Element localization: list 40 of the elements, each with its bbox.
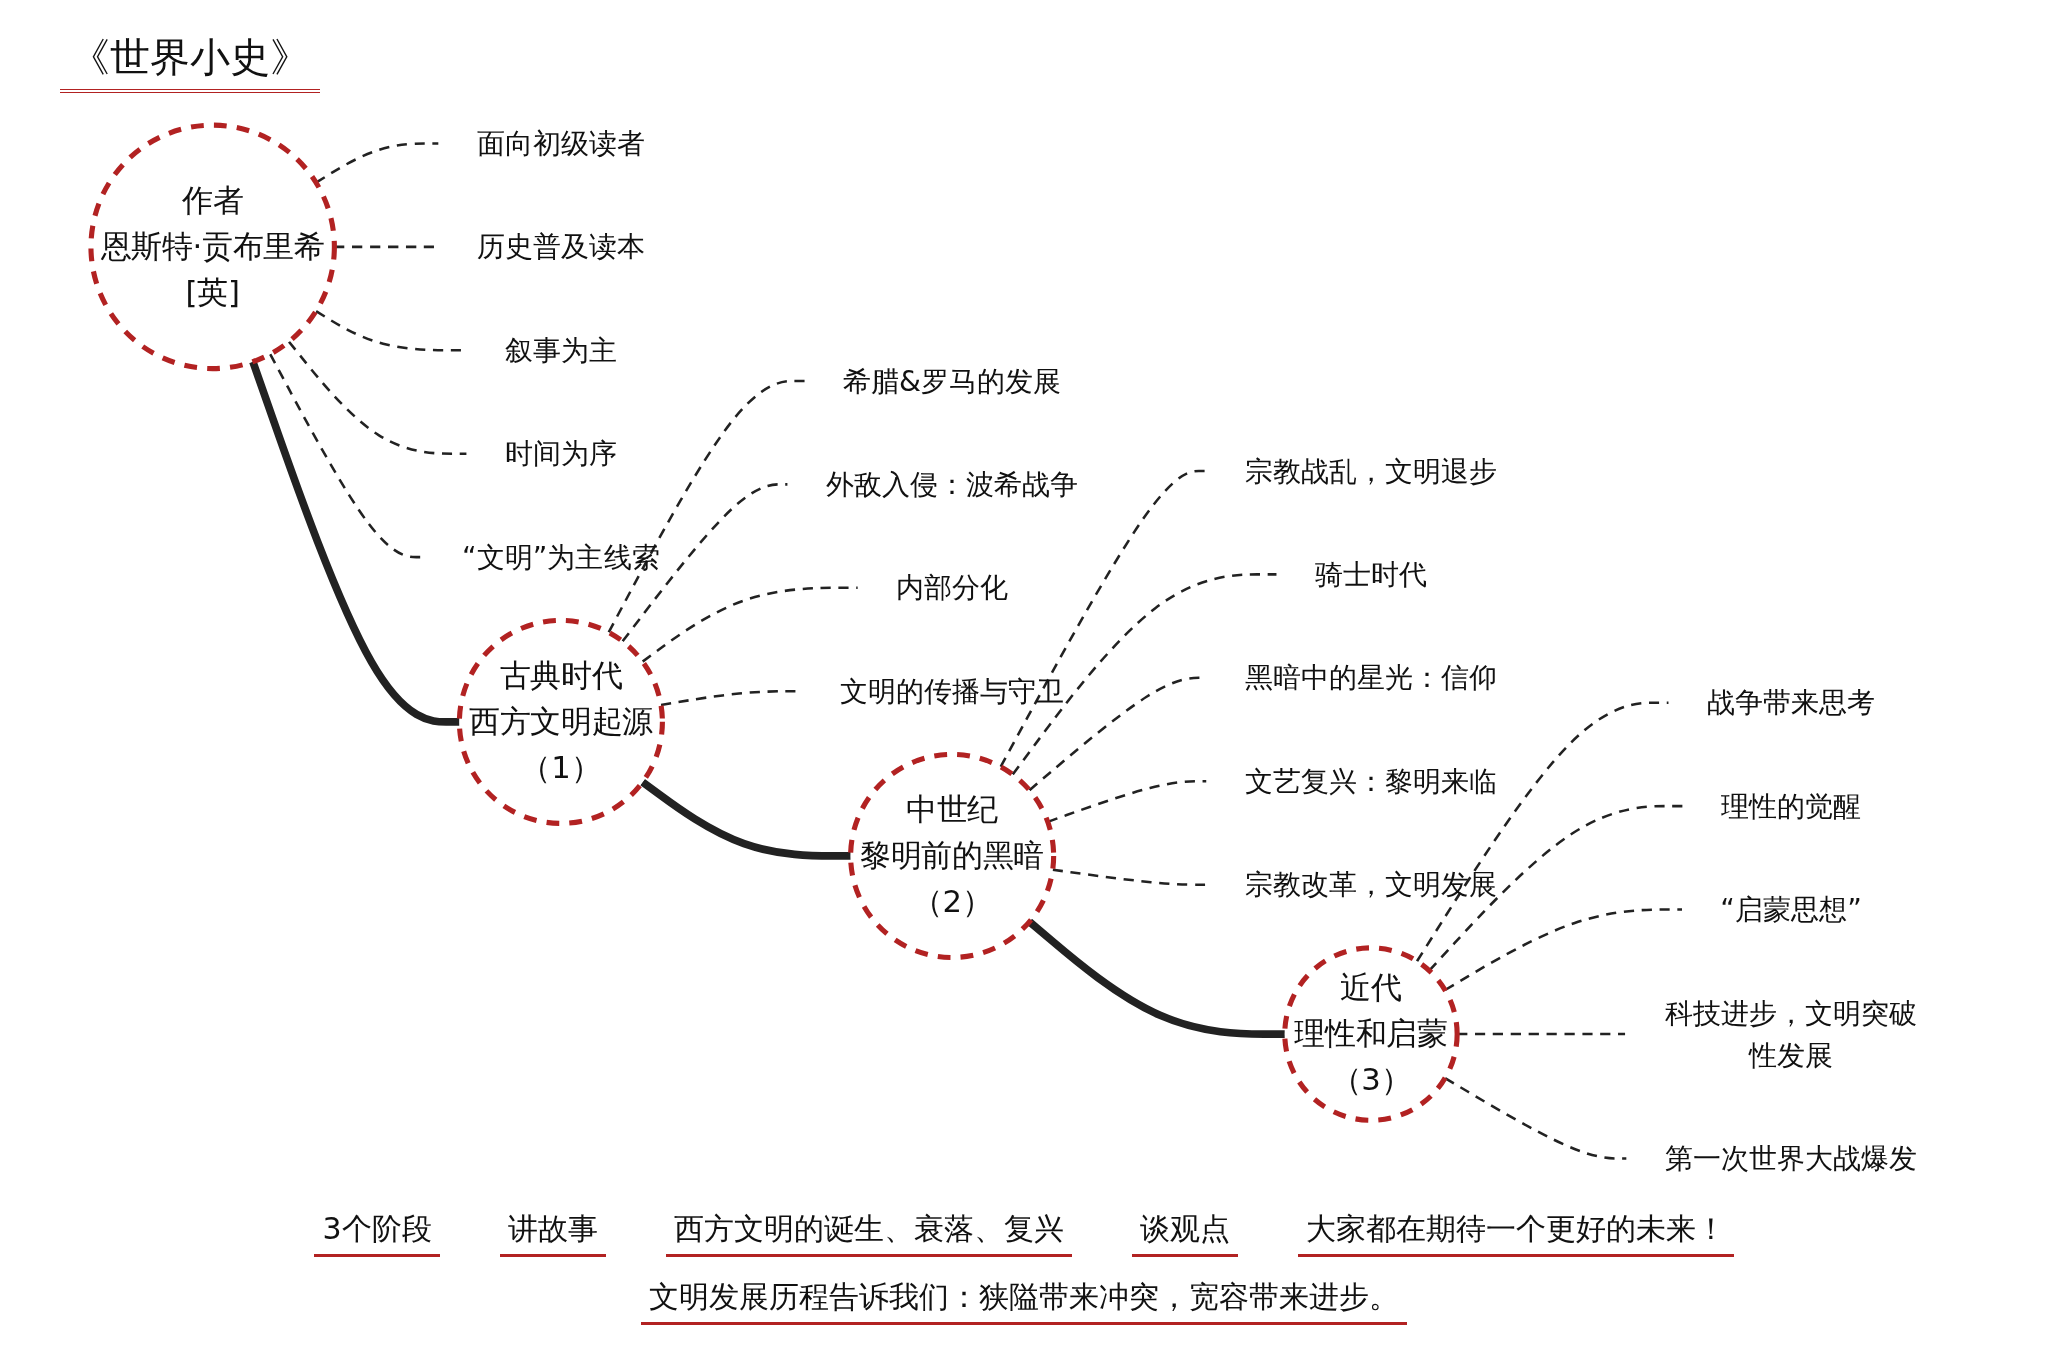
connector: [607, 379, 805, 633]
node-circle: 中世纪 黎明前的黑暗 （2）: [848, 751, 1057, 960]
node-text: 叙事为主: [504, 334, 618, 367]
node-text: 内部分化: [895, 571, 1009, 604]
title: 《世界小史》: [60, 30, 320, 93]
connector: [287, 340, 467, 455]
underlined-note: 文明发展历程告诉我们：狭隘带来冲突，宽容带来进步。: [641, 1277, 1407, 1325]
node-circle: 古典时代 西方文明起源 （1）: [456, 617, 665, 826]
connector: [1026, 918, 1285, 1038]
node-text: “文明”为主线索: [462, 541, 660, 574]
connector: [1415, 701, 1669, 962]
node-text: 理性的觉醒: [1720, 790, 1862, 823]
underlined-note: 谈观点: [1131, 1209, 1238, 1257]
node-text: 骑士时代: [1314, 558, 1428, 591]
node-text: 黑暗中的星光：信仰: [1244, 661, 1498, 694]
connector: [1428, 804, 1683, 972]
connector: [1444, 1077, 1627, 1160]
connector: [1457, 1032, 1626, 1036]
node-text: 希腊&罗马的发展: [842, 364, 1062, 397]
node-text: 宗教改革，文明发展: [1244, 868, 1498, 901]
underlined-note: 3个阶段: [314, 1209, 440, 1257]
node-text: 文艺复兴：黎明来临: [1244, 765, 1498, 798]
node-text: 战争带来思考: [1706, 686, 1876, 719]
node-text: 面向初级读者: [476, 127, 646, 160]
node-text: 文明的传播与守卫: [839, 675, 1065, 708]
node-text: 外敌入侵：波希战争: [825, 468, 1079, 501]
node-text: 历史普及读本: [476, 230, 646, 263]
underlined-note: 大家都在期待一个更好的未来！: [1297, 1209, 1734, 1257]
underlined-note: 西方文明的诞生、衰落、复兴: [665, 1209, 1072, 1257]
node-text: 宗教战乱，文明退步: [1244, 455, 1498, 487]
node-text: 时间为序: [504, 437, 618, 470]
node-text: 科技进步，文明突破性发展: [1664, 997, 1918, 1072]
underlined-note: 讲故事: [499, 1209, 606, 1257]
node-circle: 近代 理性和启蒙 （3）: [1282, 945, 1460, 1123]
node-text: “启蒙思想”: [1720, 893, 1862, 926]
node-circle: 作者 恩斯特·贡布里希 [英]: [88, 122, 337, 372]
connector: [1444, 908, 1682, 992]
node-text: 第一次世界大战爆发: [1664, 1142, 1918, 1175]
connector: [315, 142, 439, 184]
connector: [640, 779, 851, 860]
